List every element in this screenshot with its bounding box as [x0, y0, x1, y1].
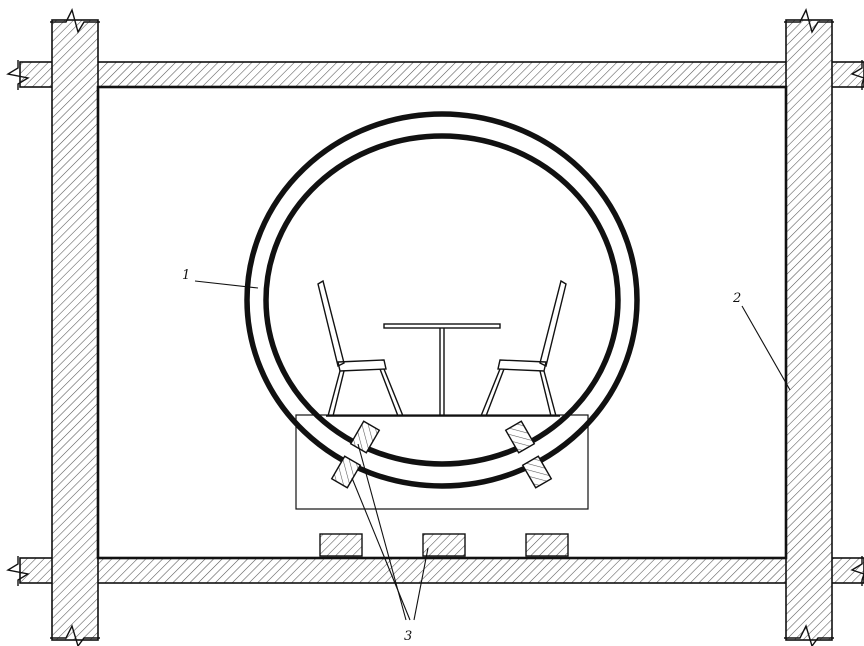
support-ring-right-upper: [504, 420, 536, 454]
leader-3c: [413, 547, 429, 621]
support-floor-1: [319, 533, 363, 557]
leaders: [194, 280, 791, 621]
ring-outer: [244, 111, 640, 489]
base-platform: [295, 414, 589, 510]
supports: [319, 420, 569, 557]
support-ring-right-lower: [521, 455, 553, 489]
leader-2: [741, 305, 791, 391]
label-wall: 2: [732, 291, 741, 306]
ring-inner: [263, 133, 621, 467]
chair-left: [317, 279, 404, 417]
leader-1: [194, 280, 259, 289]
chair-right: [480, 279, 567, 417]
right-column: [785, 19, 833, 641]
table: [383, 323, 501, 416]
bottom-beam: [19, 557, 864, 584]
label-ring: 1: [182, 268, 190, 283]
left-column: [51, 19, 99, 641]
support-floor-2: [422, 533, 466, 557]
top-beam: [19, 61, 864, 88]
support-ring-left-lower: [330, 455, 362, 489]
wall-frame: [6, 8, 864, 646]
support-floor-3: [525, 533, 569, 557]
room-outline: [96, 85, 788, 560]
break-marks: [6, 8, 864, 646]
leader-3b: [351, 477, 411, 621]
label-supports: 3: [404, 629, 412, 644]
ring-capsule: [244, 111, 640, 489]
